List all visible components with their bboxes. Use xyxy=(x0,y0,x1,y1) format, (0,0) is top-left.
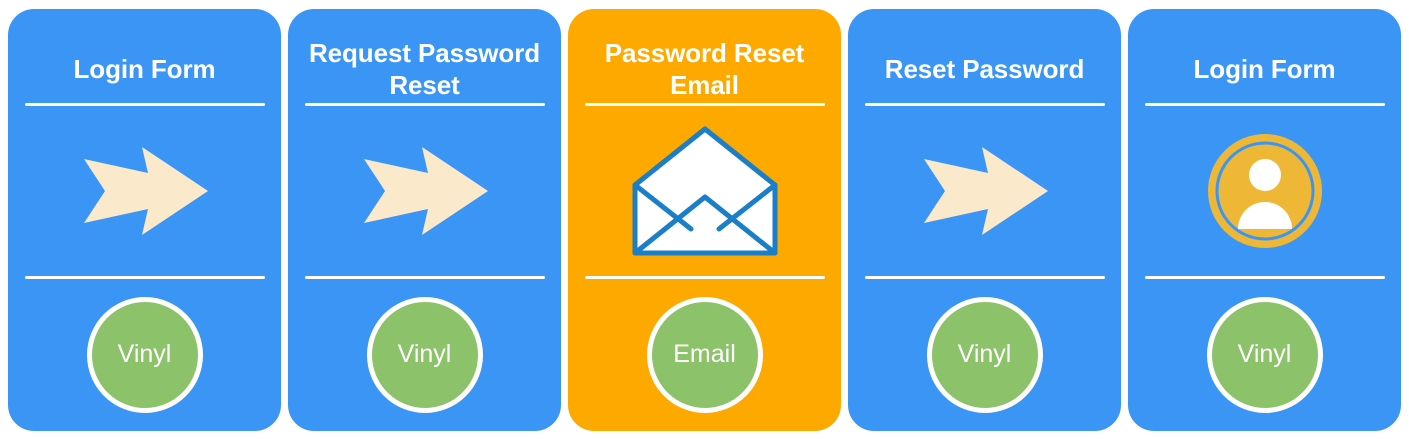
card-footer-area: Vinyl xyxy=(86,279,203,431)
pill-label: Email xyxy=(673,339,736,368)
card-footer-area: Vinyl xyxy=(926,279,1043,431)
card-divider-bottom xyxy=(24,275,265,279)
pill-badge[interactable]: Email xyxy=(646,296,763,413)
user-avatar-icon xyxy=(1207,133,1322,248)
card-footer-area: Vinyl xyxy=(1206,279,1323,431)
card-divider-bottom xyxy=(304,275,545,279)
card-title: Login Form xyxy=(1193,53,1336,84)
card-divider-top xyxy=(304,102,545,106)
card-icon-area xyxy=(1142,106,1387,276)
card-divider-top xyxy=(864,102,1105,106)
card-title: Login Form xyxy=(73,53,216,84)
pill-badge[interactable]: Vinyl xyxy=(86,296,203,413)
arrow-right-icon xyxy=(83,146,208,235)
card-footer-area: Vinyl xyxy=(366,279,483,431)
pill-badge[interactable]: Vinyl xyxy=(366,296,483,413)
card-divider-bottom xyxy=(584,275,825,279)
pill-badge[interactable]: Vinyl xyxy=(1206,296,1323,413)
pill-label: Vinyl xyxy=(397,339,452,368)
card-icon-area xyxy=(862,106,1107,276)
pill-label: Vinyl xyxy=(1237,339,1292,368)
card-divider-top xyxy=(1144,102,1385,106)
flow-card-login-form-2[interactable]: Login Form Vinyl xyxy=(1128,8,1401,431)
arrow-right-icon xyxy=(923,146,1048,235)
card-title: Password Reset Email xyxy=(604,37,805,100)
card-footer-area: Email xyxy=(646,279,763,431)
flow-card-request-password-reset[interactable]: Request Password Reset Vinyl xyxy=(288,8,561,431)
pill-badge[interactable]: Vinyl xyxy=(926,296,1043,413)
card-icon-area xyxy=(302,106,547,276)
envelope-open-icon xyxy=(632,126,777,255)
pill-label: Vinyl xyxy=(957,339,1012,368)
card-title: Request Password Reset xyxy=(308,37,541,100)
flow-card-login-form-1[interactable]: Login Form Vinyl xyxy=(8,8,281,431)
card-divider-top xyxy=(24,102,265,106)
flow-card-reset-password[interactable]: Reset Password Vinyl xyxy=(848,8,1121,431)
card-icon-area xyxy=(22,106,267,276)
card-divider-bottom xyxy=(1144,275,1385,279)
card-divider-top xyxy=(584,102,825,106)
card-icon-area xyxy=(582,106,827,276)
pill-label: Vinyl xyxy=(117,339,172,368)
card-divider-bottom xyxy=(864,275,1105,279)
flow-card-password-reset-email[interactable]: Password Reset Email Email xyxy=(568,8,841,431)
arrow-right-icon xyxy=(363,146,488,235)
card-title: Reset Password xyxy=(884,53,1085,84)
